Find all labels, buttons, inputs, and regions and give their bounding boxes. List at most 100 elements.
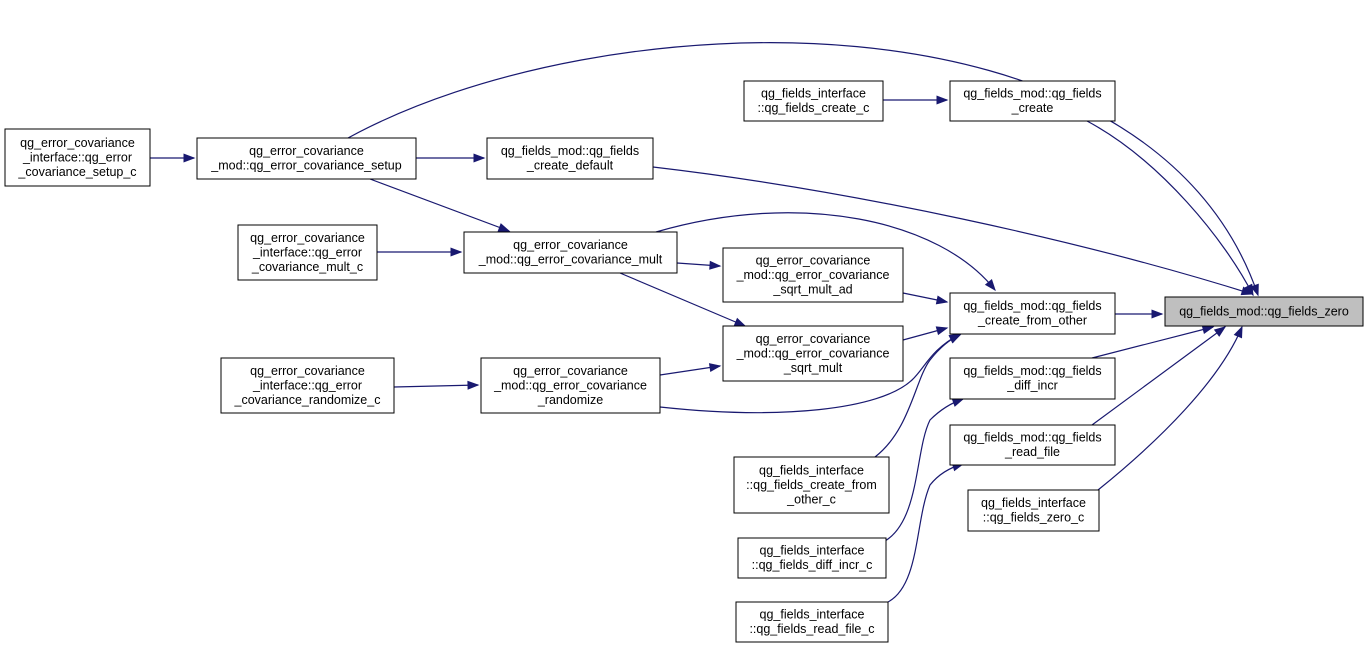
edge-line — [1091, 326, 1226, 426]
arrowhead — [935, 295, 949, 305]
edge-line — [393, 384, 479, 388]
arrowhead — [1233, 325, 1243, 339]
arrowhead — [951, 398, 965, 407]
node-label-line: qg_fields_mod::qg_fields — [963, 364, 1101, 378]
node-create[interactable]: qg_fields_mod::qg_fields_create — [949, 80, 1116, 122]
node-cov-setup[interactable]: qg_error_covariance_mod::qg_error_covari… — [196, 137, 417, 180]
node-box — [967, 489, 1100, 532]
edge-create-to-zero — [1086, 120, 1254, 297]
node-label-line: qg_error_covariance — [20, 136, 135, 150]
arrowhead — [450, 247, 463, 257]
node-randomize-c[interactable]: qg_error_covariance_interface::qg_error_… — [220, 357, 395, 414]
node-box — [196, 137, 417, 180]
node-box — [237, 224, 378, 281]
edge-line — [874, 334, 961, 458]
edges-layer — [150, 42, 1259, 603]
node-cov-setup-c[interactable]: qg_error_covariance_interface::qg_error_… — [4, 128, 151, 187]
node-create-from-other-c[interactable]: qg_fields_interface::qg_fields_create_fr… — [733, 456, 890, 514]
node-label-line: ::qg_fields_create_c — [758, 101, 870, 115]
node-label-line: qg_error_covariance — [513, 364, 628, 378]
node-sqrt-mult-ad[interactable]: qg_error_covariance_mod::qg_error_covari… — [722, 247, 904, 303]
edge-line — [369, 178, 510, 232]
node-box — [722, 325, 904, 382]
node-label-line: qg_fields_interface — [760, 544, 865, 558]
node-label-line: qg_fields_mod::qg_fields_zero — [1179, 304, 1349, 318]
node-label-line: _mod::qg_error_covariance — [736, 346, 890, 360]
node-label-line: _interface::qg_error — [22, 150, 132, 164]
node-label-line: qg_error_covariance — [249, 144, 364, 158]
edge-create-c-to-create — [883, 95, 949, 105]
node-diff-incr[interactable]: qg_fields_mod::qg_fields_diff_incr — [949, 357, 1116, 400]
node-create-from-other[interactable]: qg_fields_mod::qg_fields_create_from_oth… — [949, 292, 1116, 335]
node-create-c[interactable]: qg_fields_interface::qg_fields_create_c — [743, 80, 884, 122]
edge-zero-c-to-zero — [1097, 325, 1243, 491]
edge-line — [347, 42, 1259, 296]
node-label-line: _mod::qg_error_covariance — [736, 268, 890, 282]
node-sqrt-mult[interactable]: qg_error_covariance_mod::qg_error_covari… — [722, 325, 904, 382]
node-label-line: qg_fields_interface — [981, 496, 1086, 510]
edge-cov-mult-to-sqrt-mult-ad — [676, 260, 722, 270]
node-zero-c[interactable]: qg_fields_interface::qg_fields_zero_c — [967, 489, 1100, 532]
node-randomize[interactable]: qg_error_covariance_mod::qg_error_covari… — [480, 357, 661, 414]
edge-line — [652, 166, 1253, 295]
edge-cov-mult-to-create-from-other — [655, 212, 996, 292]
node-label-line: _mod::qg_error_covariance — [493, 378, 647, 392]
edge-cov-mult-c-to-cov-mult — [377, 247, 463, 257]
node-label-line: _covariance_mult_c — [251, 260, 363, 274]
node-label-line: qg_fields_mod::qg_fields — [501, 144, 639, 158]
arrowhead — [733, 317, 747, 327]
node-box — [463, 231, 678, 274]
arrowhead — [497, 223, 511, 232]
node-label-line: qg_error_covariance — [756, 253, 871, 267]
node-label-line: _other_c — [786, 492, 836, 506]
arrowhead — [1240, 286, 1254, 296]
node-read-file[interactable]: qg_fields_mod::qg_fields_read_file — [949, 424, 1116, 466]
node-label-line: _sqrt_mult_ad — [772, 282, 852, 296]
arrowhead — [935, 326, 949, 336]
nodes-layer: qg_fields_mod::qg_fields_zeroqg_fields_m… — [4, 80, 1364, 643]
edge-line — [655, 212, 996, 291]
node-label-line: qg_fields_interface — [760, 608, 865, 622]
node-label-line: _read_file — [1004, 445, 1060, 459]
node-label-line: qg_error_covariance — [250, 231, 365, 245]
node-zero[interactable]: qg_fields_mod::qg_fields_zero — [1164, 296, 1364, 327]
node-box — [949, 292, 1116, 335]
node-box — [949, 357, 1116, 400]
node-box — [733, 456, 890, 514]
arrowhead — [984, 278, 996, 292]
edge-line — [1097, 326, 1243, 491]
node-box — [220, 357, 395, 414]
node-cov-mult[interactable]: qg_error_covariance_mod::qg_error_covari… — [463, 231, 678, 274]
node-label-line: qg_fields_mod::qg_fields — [963, 299, 1101, 313]
edge-sqrt-mult-ad-to-create-from-other — [902, 292, 949, 305]
edge-create-from-other-c-to-create-from-other — [874, 334, 962, 458]
node-label-line: _create — [1011, 101, 1054, 115]
node-label-line: _interface::qg_error — [252, 245, 362, 259]
node-label-line: _randomize — [537, 393, 603, 407]
node-box — [743, 80, 884, 122]
node-read-file-c[interactable]: qg_fields_interface::qg_fields_read_file… — [735, 601, 889, 643]
node-diff-incr-c[interactable]: qg_fields_interface::qg_fields_diff_incr… — [737, 537, 887, 579]
edge-line — [619, 272, 746, 327]
edge-line — [1091, 326, 1214, 359]
node-box — [4, 128, 151, 187]
arrowhead — [709, 260, 722, 270]
node-label-line: _interface::qg_error — [252, 378, 362, 392]
node-label-line: ::qg_fields_read_file_c — [749, 622, 874, 636]
edge-line — [1086, 120, 1254, 296]
node-label-line: ::qg_fields_diff_incr_c — [752, 558, 873, 572]
node-cov-mult-c[interactable]: qg_error_covariance_interface::qg_error_… — [237, 224, 378, 281]
edge-read-file-c-to-read-file — [887, 462, 965, 603]
node-box — [486, 137, 654, 180]
arrowhead — [936, 95, 949, 105]
node-label-line: _create_from_other — [977, 314, 1087, 328]
edge-create-default-to-zero — [652, 166, 1254, 296]
edge-randomize-to-sqrt-mult — [659, 363, 722, 376]
node-box — [737, 537, 887, 579]
arrowhead — [1250, 283, 1259, 297]
node-box — [735, 601, 889, 643]
node-box — [949, 424, 1116, 466]
edge-cov-setup-to-cov-mult — [369, 178, 511, 232]
node-create-default[interactable]: qg_fields_mod::qg_fields_create_default — [486, 137, 654, 180]
